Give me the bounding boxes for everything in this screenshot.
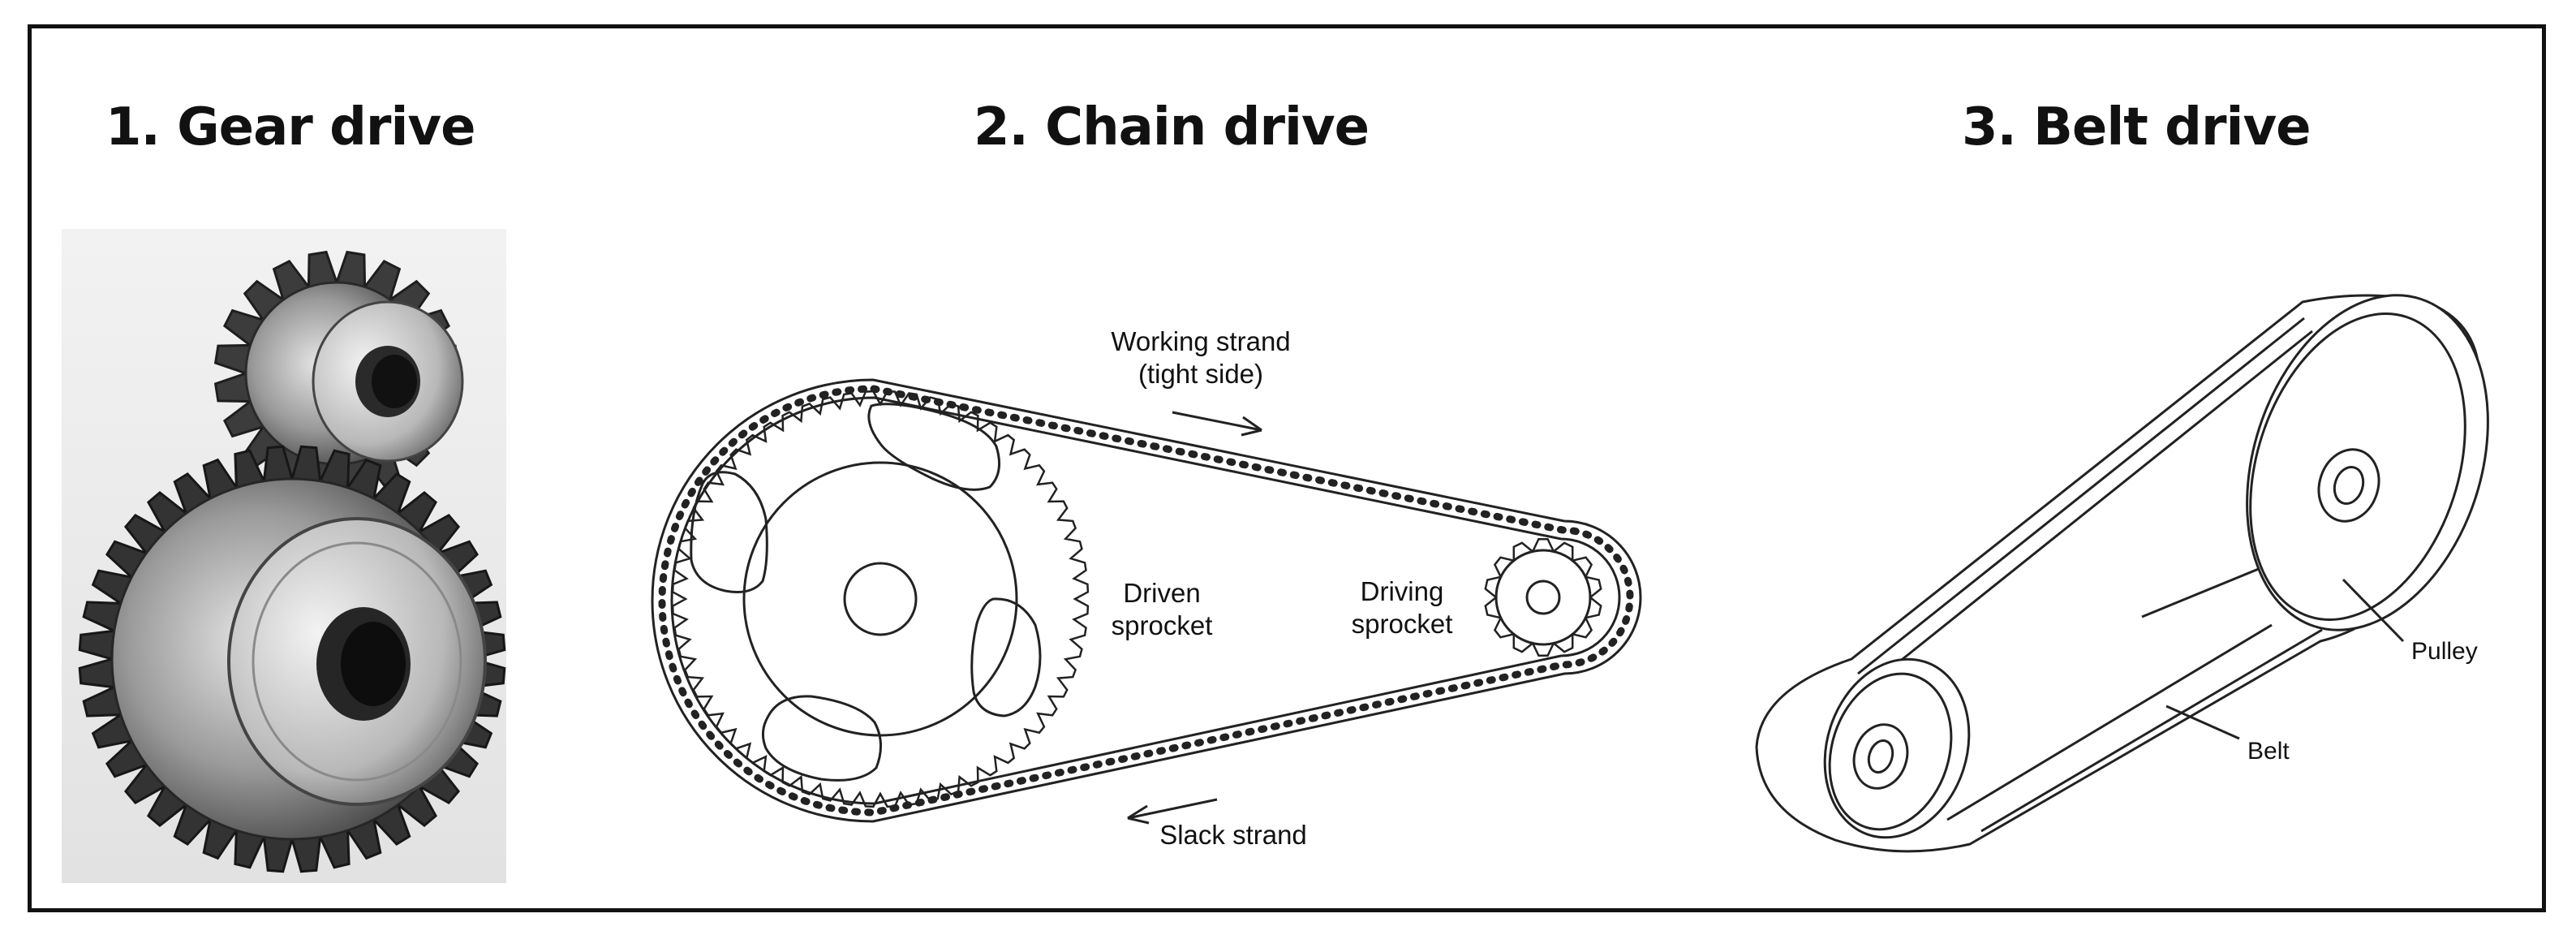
pulley-leader-line: [2342, 578, 2405, 643]
small-pulley-bore: [1867, 739, 1894, 774]
working-strand-label: Working strand: [1111, 326, 1290, 356]
slack-strand-label: Slack strand: [1159, 820, 1307, 850]
belt-drive-title: 3. Belt drive: [1962, 97, 2312, 157]
driving-sprocket-bore: [1525, 580, 1561, 615]
driven-label-line2: sprocket: [1112, 610, 1213, 640]
roller-chain: [651, 378, 1642, 823]
large-pulley-bore: [2333, 466, 2365, 505]
belt-leader-line: [2165, 705, 2240, 740]
chain-drive-title: 2. Chain drive: [974, 97, 1370, 157]
pulley-label: Pulley: [2411, 638, 2478, 665]
working-strand-arrow: [1172, 411, 1262, 437]
sprocket-cutouts: [690, 403, 1042, 782]
driving-sprocket: [1484, 537, 1602, 657]
small-gear: [213, 250, 464, 497]
slack-strand-arrow: [1127, 798, 1218, 825]
gear-photo: [62, 229, 506, 883]
gear-drive-title: 1. Gear drive: [105, 97, 476, 157]
driving-label-line1: Driving: [1361, 576, 1444, 606]
driving-label-line2: sprocket: [1352, 609, 1453, 639]
large-pulley: [2246, 294, 2489, 631]
chain-drive-diagram: [651, 378, 1642, 825]
driven-sprocket: [671, 390, 1090, 808]
small-pulley: [1823, 657, 1971, 839]
belt-label: Belt: [2247, 738, 2290, 765]
driven-label-line1: Driven: [1123, 578, 1200, 608]
driven-sprocket-bore: [843, 562, 918, 636]
large-gear: [78, 445, 506, 873]
tight-side-label: (tight side): [1138, 359, 1263, 389]
belt-drive-diagram: [1755, 294, 2489, 853]
